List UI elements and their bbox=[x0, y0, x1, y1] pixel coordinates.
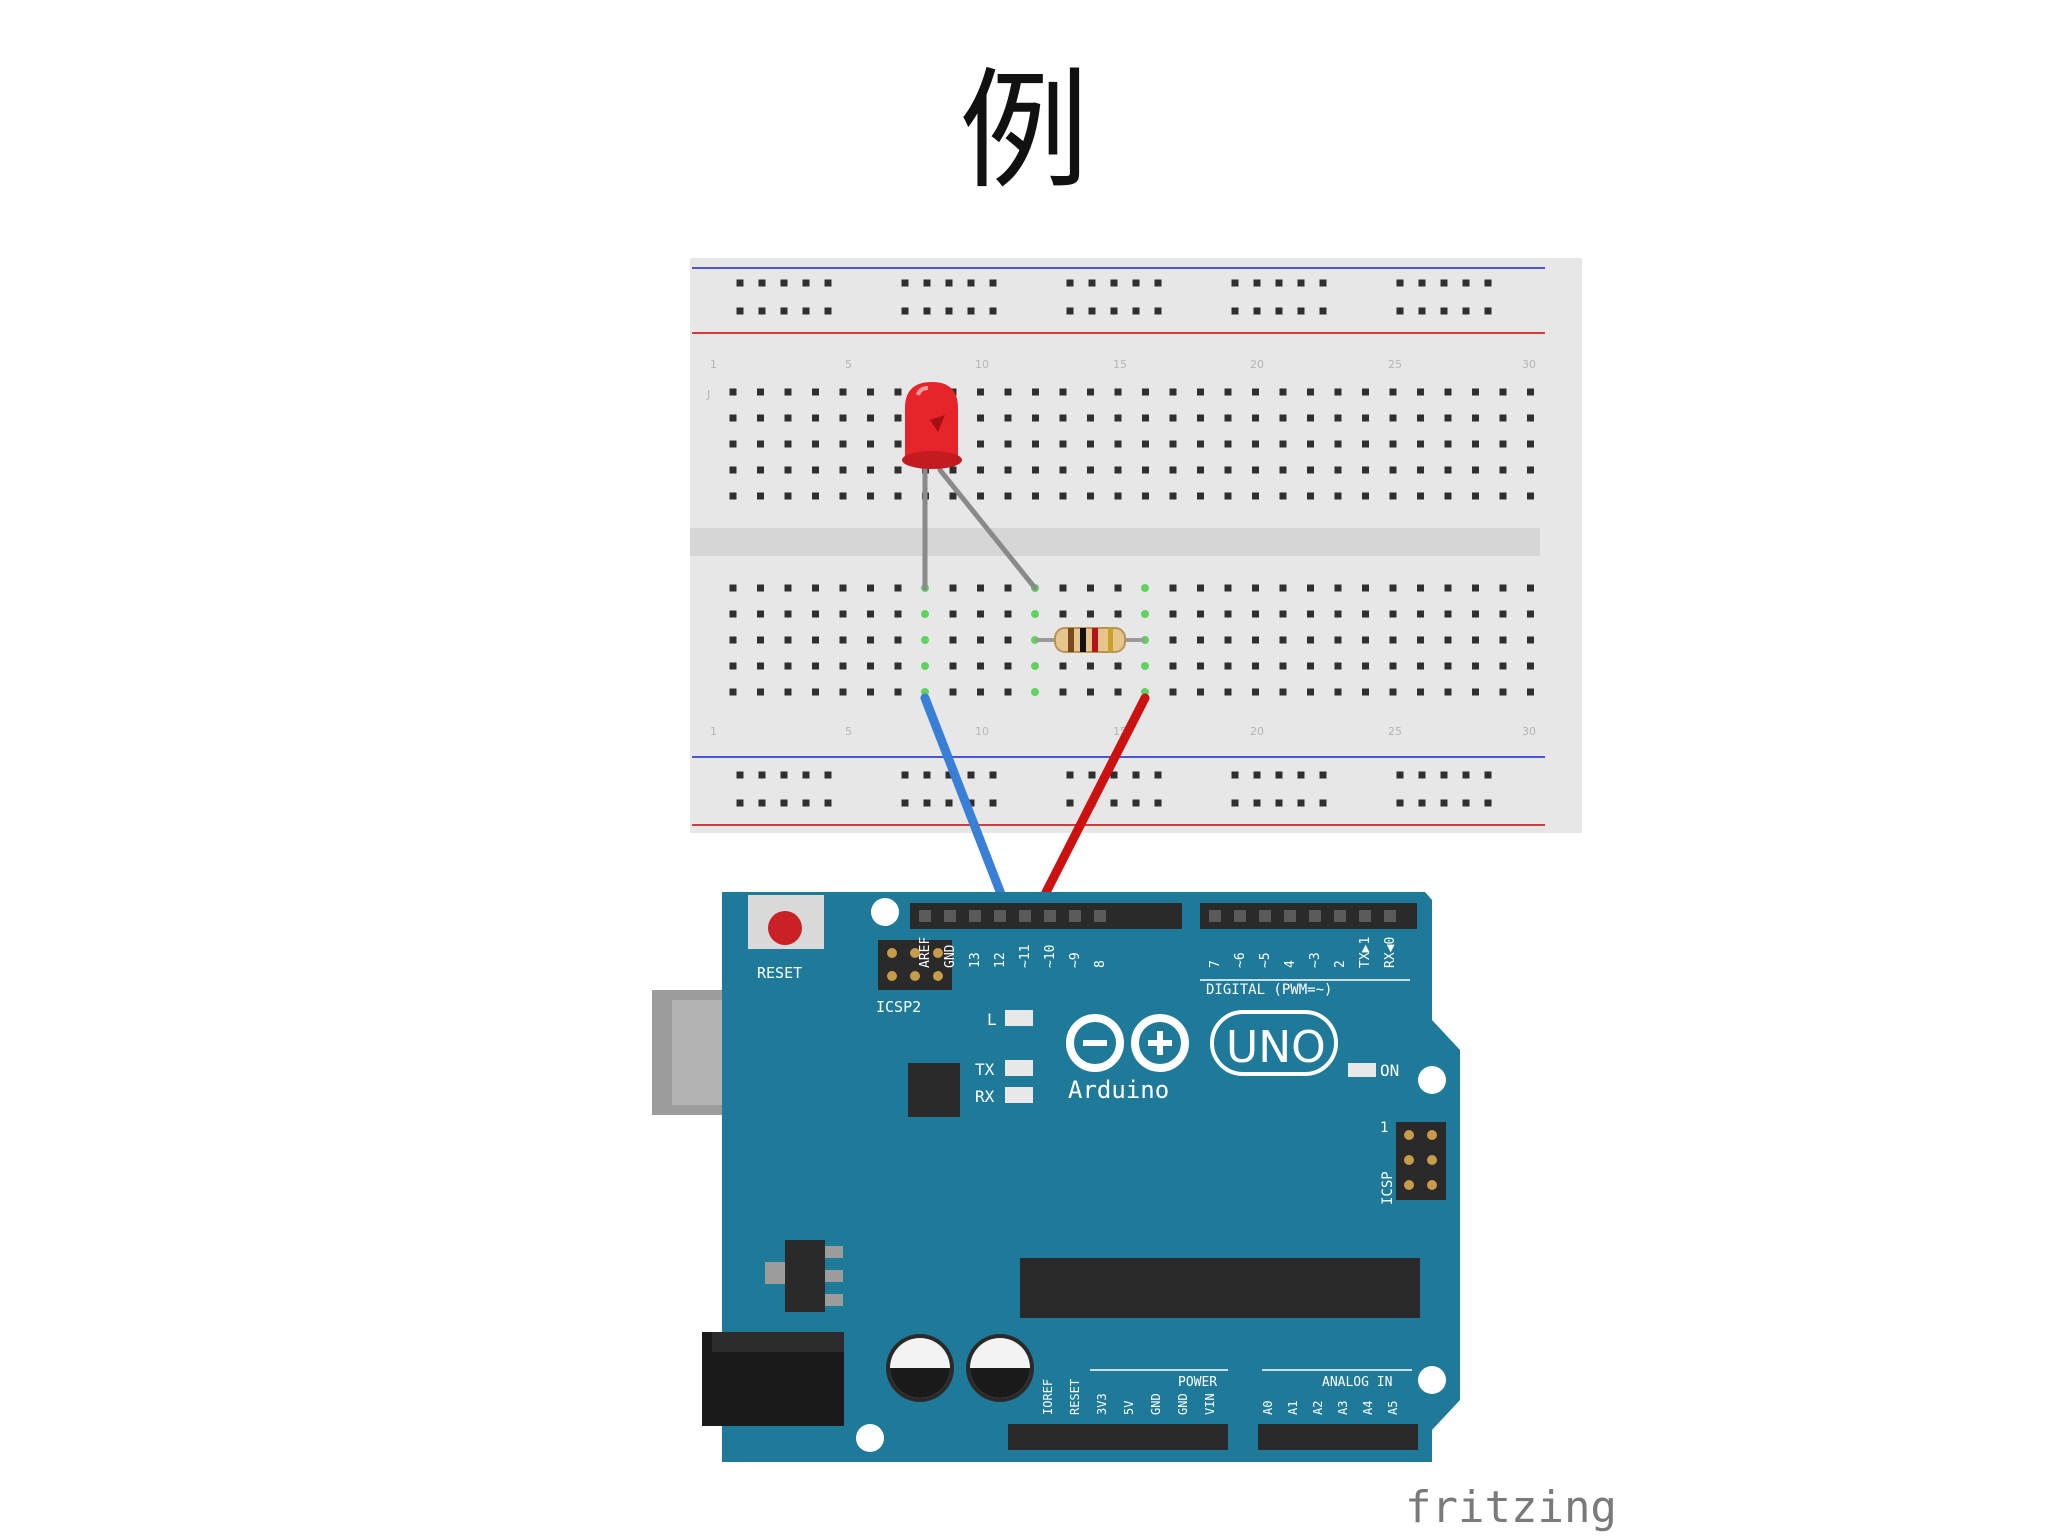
column-number: 10 bbox=[975, 725, 989, 738]
power-pin-label: RESET bbox=[1068, 1379, 1082, 1415]
led-l-label: L bbox=[987, 1010, 997, 1029]
column-number: 20 bbox=[1250, 358, 1264, 371]
analog-pin-labels: A0 A1 A2 A3 A4 A5 bbox=[1261, 1401, 1400, 1415]
usb-chip bbox=[908, 1063, 960, 1117]
digital-pin-label: 2 bbox=[1333, 960, 1348, 968]
digital-pin-label: ~3 bbox=[1308, 952, 1323, 968]
analog-pin-label: A2 bbox=[1311, 1401, 1325, 1415]
led-legs bbox=[922, 467, 1038, 591]
column-number: 5 bbox=[845, 358, 852, 371]
digital-pin-label: 13 bbox=[968, 952, 983, 968]
digital-pin-label: 8 bbox=[1093, 960, 1108, 968]
model-label: UNO bbox=[1226, 1022, 1326, 1073]
digital-pin-label: 4 bbox=[1283, 960, 1298, 968]
voltage-regulator bbox=[765, 1240, 843, 1312]
breadboard: J 1 5 10 15 20 25 30 1 5 10 15 20 25 30 bbox=[690, 258, 1582, 833]
on-label: ON bbox=[1380, 1061, 1399, 1080]
analog-header: ANALOG IN bbox=[1258, 1369, 1418, 1450]
digital-pin-label: GND bbox=[943, 944, 958, 968]
digital-pin-label: TX▶1 bbox=[1358, 937, 1373, 968]
fritzing-watermark: fritzing bbox=[1405, 1482, 1617, 1533]
analog-pin-label: A3 bbox=[1336, 1401, 1350, 1415]
power-pin-label: 5V bbox=[1122, 1401, 1136, 1415]
column-number: 25 bbox=[1388, 358, 1402, 371]
arduino-logo: UNO Arduino bbox=[1066, 1010, 1338, 1104]
column-number: 25 bbox=[1388, 725, 1402, 738]
dc-power-jack bbox=[702, 1332, 844, 1426]
breadboard-column-labels: 1 5 10 15 20 25 30 1 5 10 15 20 25 30 bbox=[710, 358, 1536, 738]
slide-title: 例 bbox=[958, 55, 1089, 207]
reset-button: RESET bbox=[748, 895, 824, 982]
column-number: 15 bbox=[1113, 358, 1127, 371]
icsp2-header: ICSP2 bbox=[876, 940, 952, 1016]
column-number: 1 bbox=[710, 358, 717, 371]
power-pin-label: IOREF bbox=[1041, 1379, 1055, 1415]
icsp2-label: ICSP2 bbox=[876, 998, 921, 1016]
red-led bbox=[902, 382, 962, 469]
column-number: 5 bbox=[845, 725, 852, 738]
digital-pin-label: ~11 bbox=[1018, 945, 1033, 968]
breadboard-row-labels: J bbox=[706, 388, 710, 401]
digital-pin-label: 7 bbox=[1208, 960, 1223, 968]
power-label: POWER bbox=[1178, 1375, 1217, 1390]
jumper-wires bbox=[920, 693, 1150, 917]
power-pin-label: GND bbox=[1149, 1393, 1163, 1415]
digital-pin-label: ~5 bbox=[1258, 952, 1273, 968]
icsp-header: 1 ICSP bbox=[1380, 1120, 1446, 1205]
column-number: 1 bbox=[710, 725, 717, 738]
power-pin-label: 3V3 bbox=[1095, 1393, 1109, 1415]
digital-label: DIGITAL (PWM=~) bbox=[1206, 982, 1332, 998]
led-rx-label: RX bbox=[975, 1087, 995, 1106]
analog-pin-label: A4 bbox=[1361, 1401, 1375, 1415]
digital-header bbox=[910, 903, 1417, 929]
digital-pin-label: 12 bbox=[993, 952, 1008, 968]
digital-pin-label: ~10 bbox=[1043, 945, 1058, 968]
icsp-pin1-label: 1 bbox=[1380, 1120, 1388, 1136]
power-header: POWER bbox=[1008, 1369, 1228, 1450]
analog-pin-label: A0 bbox=[1261, 1401, 1275, 1415]
power-pin-labels: IOREF RESET 3V3 5V GND GND VIN bbox=[1041, 1379, 1217, 1415]
brand-label: Arduino bbox=[1068, 1076, 1169, 1104]
atmega-chip bbox=[1020, 1258, 1420, 1318]
icsp-label: ICSP bbox=[1380, 1171, 1396, 1205]
reset-label: RESET bbox=[757, 964, 802, 982]
column-number: 30 bbox=[1522, 725, 1536, 738]
analog-pin-label: A1 bbox=[1286, 1401, 1300, 1415]
power-pin-label: VIN bbox=[1203, 1393, 1217, 1415]
digital-pin-label: ~9 bbox=[1068, 952, 1083, 968]
digital-pin-label: RX◀0 bbox=[1383, 937, 1398, 968]
column-number: 30 bbox=[1522, 358, 1536, 371]
row-letter: J bbox=[706, 388, 710, 401]
analog-label: ANALOG IN bbox=[1322, 1375, 1392, 1390]
status-leds: L TX RX bbox=[975, 1010, 1033, 1106]
column-number: 20 bbox=[1250, 725, 1264, 738]
digital-pin-labels: AREF GND 13 12 ~11 ~10 ~9 8 7 ~6 ~5 4 ~3 2 TX▶1 RX◀0 bbox=[918, 937, 1398, 968]
analog-pin-label: A5 bbox=[1386, 1401, 1400, 1415]
power-pin-label: GND bbox=[1176, 1393, 1190, 1415]
red-wire bbox=[1031, 693, 1150, 917]
capacitors bbox=[886, 1334, 1034, 1402]
led-tx-label: TX bbox=[975, 1060, 995, 1079]
digital-pin-label: ~6 bbox=[1233, 952, 1248, 968]
column-number: 10 bbox=[975, 358, 989, 371]
resistor bbox=[1035, 627, 1145, 653]
digital-pin-label: AREF bbox=[918, 937, 933, 968]
blue-wire bbox=[920, 693, 1013, 917]
